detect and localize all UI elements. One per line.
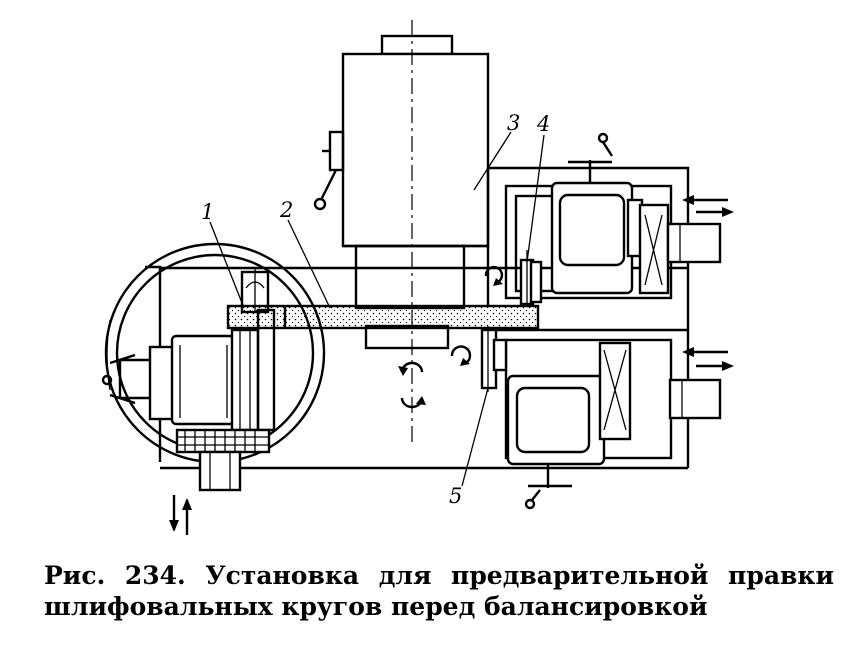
upper-flow-arrows-icon — [682, 195, 734, 217]
leader-lines — [209, 131, 545, 487]
label-part-5: 5 — [449, 484, 462, 508]
caption-line-2: шлифовальных кругов перед балансировкой — [44, 592, 708, 621]
column-housing-3 — [341, 34, 490, 350]
lower-dresser-unit — [504, 338, 722, 466]
figure-caption: Рис. 234. Установка для предварительной … — [44, 560, 834, 622]
label-part-2: 2 — [279, 198, 293, 222]
column-lever-icon — [313, 130, 345, 211]
rotation-arrows-icon — [398, 361, 426, 409]
left-motor — [148, 328, 260, 432]
label-part-3: 3 — [507, 111, 520, 135]
left-handwheel-icon — [101, 353, 150, 405]
upper-handwheel-icon — [568, 132, 614, 183]
dressing-roller-5 — [450, 326, 508, 392]
label-part-1: 1 — [201, 200, 214, 224]
belt-drive — [175, 428, 271, 492]
lower-handwheel-icon — [524, 464, 572, 510]
label-part-4: 4 — [536, 112, 550, 136]
right-frame — [486, 166, 690, 468]
vertical-feed-arrows-icon — [169, 495, 192, 535]
caption-line-1: Рис. 234. Установка для предварительной … — [44, 561, 834, 590]
upper-dresser-unit — [504, 181, 722, 300]
lower-flow-arrows-icon — [682, 347, 734, 371]
grinding-wheel-2 — [226, 304, 540, 330]
